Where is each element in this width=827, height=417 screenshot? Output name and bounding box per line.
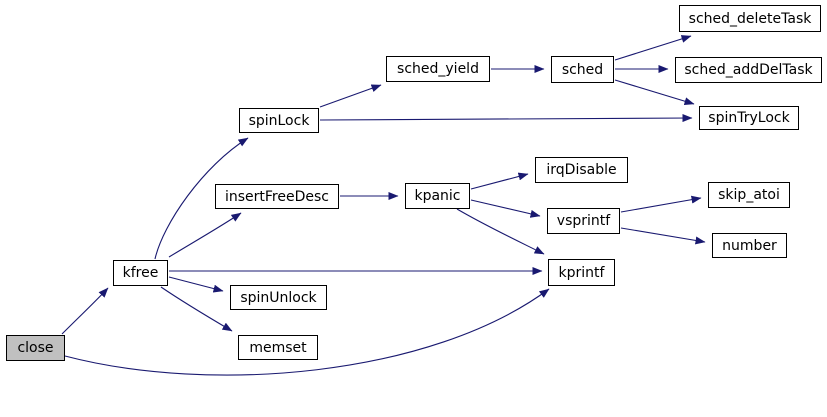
- node-close: close: [6, 335, 65, 361]
- edge-vsprintf-number: [620, 227, 706, 245]
- node-sched_deleteTask[interactable]: sched_deleteTask: [679, 5, 821, 32]
- edge-kpanic-irqDisable: [470, 172, 529, 190]
- node-kfree[interactable]: kfree: [113, 260, 168, 286]
- node-irqDisable[interactable]: irqDisable: [535, 157, 628, 183]
- node-label: skip_atoi: [718, 187, 780, 203]
- node-sched_addDelTask[interactable]: sched_addDelTask: [675, 57, 822, 83]
- edge-close-kprintf: [64, 288, 550, 376]
- edge-kfree-insertFreeDesc: [168, 212, 242, 258]
- node-sched[interactable]: sched: [551, 56, 614, 83]
- node-number[interactable]: number: [712, 233, 787, 258]
- node-sched_yield[interactable]: sched_yield: [386, 56, 490, 82]
- node-label: memset: [249, 339, 307, 356]
- node-label: kfree: [122, 265, 159, 281]
- edge-sched-sched_deleteTask: [614, 35, 692, 61]
- node-kpanic[interactable]: kpanic: [405, 183, 470, 209]
- edge-spinLock-spinTryLock: [319, 114, 693, 123]
- edge-kpanic-kprintf: [456, 208, 545, 255]
- node-label: kpanic: [414, 188, 461, 204]
- node-vsprintf[interactable]: vsprintf: [547, 208, 620, 234]
- node-label: sched_yield: [397, 61, 479, 77]
- node-skip_atoi[interactable]: skip_atoi: [708, 182, 790, 208]
- node-kprintf[interactable]: kprintf: [548, 259, 615, 286]
- node-label: close: [17, 340, 54, 356]
- node-label: insertFreeDesc: [224, 188, 329, 205]
- edge-kfree-memset: [160, 286, 233, 332]
- node-spinLock[interactable]: spinLock: [239, 108, 319, 133]
- node-label: sched_deleteTask: [688, 10, 812, 27]
- node-label: vsprintf: [556, 213, 611, 229]
- node-memset[interactable]: memset: [238, 335, 318, 360]
- edge-kfree-spinUnlock: [168, 276, 224, 293]
- node-label: sched: [561, 61, 604, 78]
- node-label: spinUnlock: [240, 289, 317, 306]
- node-label: sched_addDelTask: [684, 62, 813, 78]
- node-insertFreeDesc[interactable]: insertFreeDesc: [215, 184, 339, 209]
- edge-sched-spinTryLock: [614, 79, 695, 106]
- edge-kpanic-vsprintf: [470, 199, 541, 218]
- node-label: kprintf: [558, 264, 605, 281]
- node-spinTryLock[interactable]: spinTryLock: [699, 106, 799, 130]
- node-label: spinLock: [248, 112, 310, 129]
- node-label: irqDisable: [546, 162, 617, 178]
- edge-kfree-spinLock: [154, 137, 249, 260]
- node-spinUnlock[interactable]: spinUnlock: [230, 285, 327, 310]
- edge-close-kfree: [61, 287, 109, 335]
- node-label: number: [722, 237, 777, 254]
- node-label: spinTryLock: [708, 110, 790, 126]
- edge-vsprintf-skip_atoi: [620, 195, 702, 213]
- edge-spinLock-sched_yield: [319, 84, 382, 108]
